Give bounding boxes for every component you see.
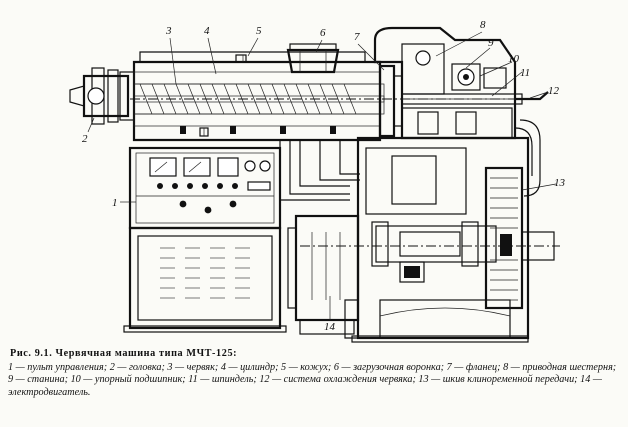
callout-5: 5 <box>256 25 262 37</box>
oil-pipes <box>279 140 360 201</box>
callout-14: 14 <box>324 321 336 333</box>
callout-7: 7 <box>354 31 360 43</box>
vent-grille <box>160 247 250 299</box>
callout-2: 2 <box>82 133 88 145</box>
leader-lines <box>87 31 557 320</box>
flange <box>378 64 403 138</box>
callout-11: 11 <box>520 67 530 79</box>
machine-drawing: 1 2 3 4 5 6 7 8 9 10 11 12 13 14 <box>69 19 566 343</box>
callout-13: 13 <box>554 177 566 189</box>
caption-body: 1 — пульт управления; 2 — головка; 3 — ч… <box>8 361 617 398</box>
callout-10: 10 <box>508 53 520 65</box>
callout-9: 9 <box>488 37 494 49</box>
v-belt-pulley <box>484 166 555 310</box>
machine-drawing-svg: 1 2 3 4 5 6 7 8 9 10 11 12 13 14 <box>69 19 566 343</box>
callouts: 1 2 3 4 5 6 7 8 9 10 11 12 13 14 <box>82 19 566 333</box>
extruder-head <box>69 67 135 125</box>
callout-8: 8 <box>480 19 486 31</box>
electric-motor <box>287 214 360 335</box>
callout-4: 4 <box>204 25 210 37</box>
control-panel <box>123 146 287 333</box>
feed-hopper <box>286 43 340 74</box>
callout-12: 12 <box>548 85 560 97</box>
callout-6: 6 <box>320 27 326 39</box>
callout-1: 1 <box>112 197 118 209</box>
callout-3: 3 <box>165 25 172 37</box>
caption-title: Рис. 9.1. Червячная машина типа МЧТ-125: <box>10 348 238 359</box>
figure-caption: Рис. 9.1. Червячная машина типа МЧТ-125:… <box>8 348 620 399</box>
